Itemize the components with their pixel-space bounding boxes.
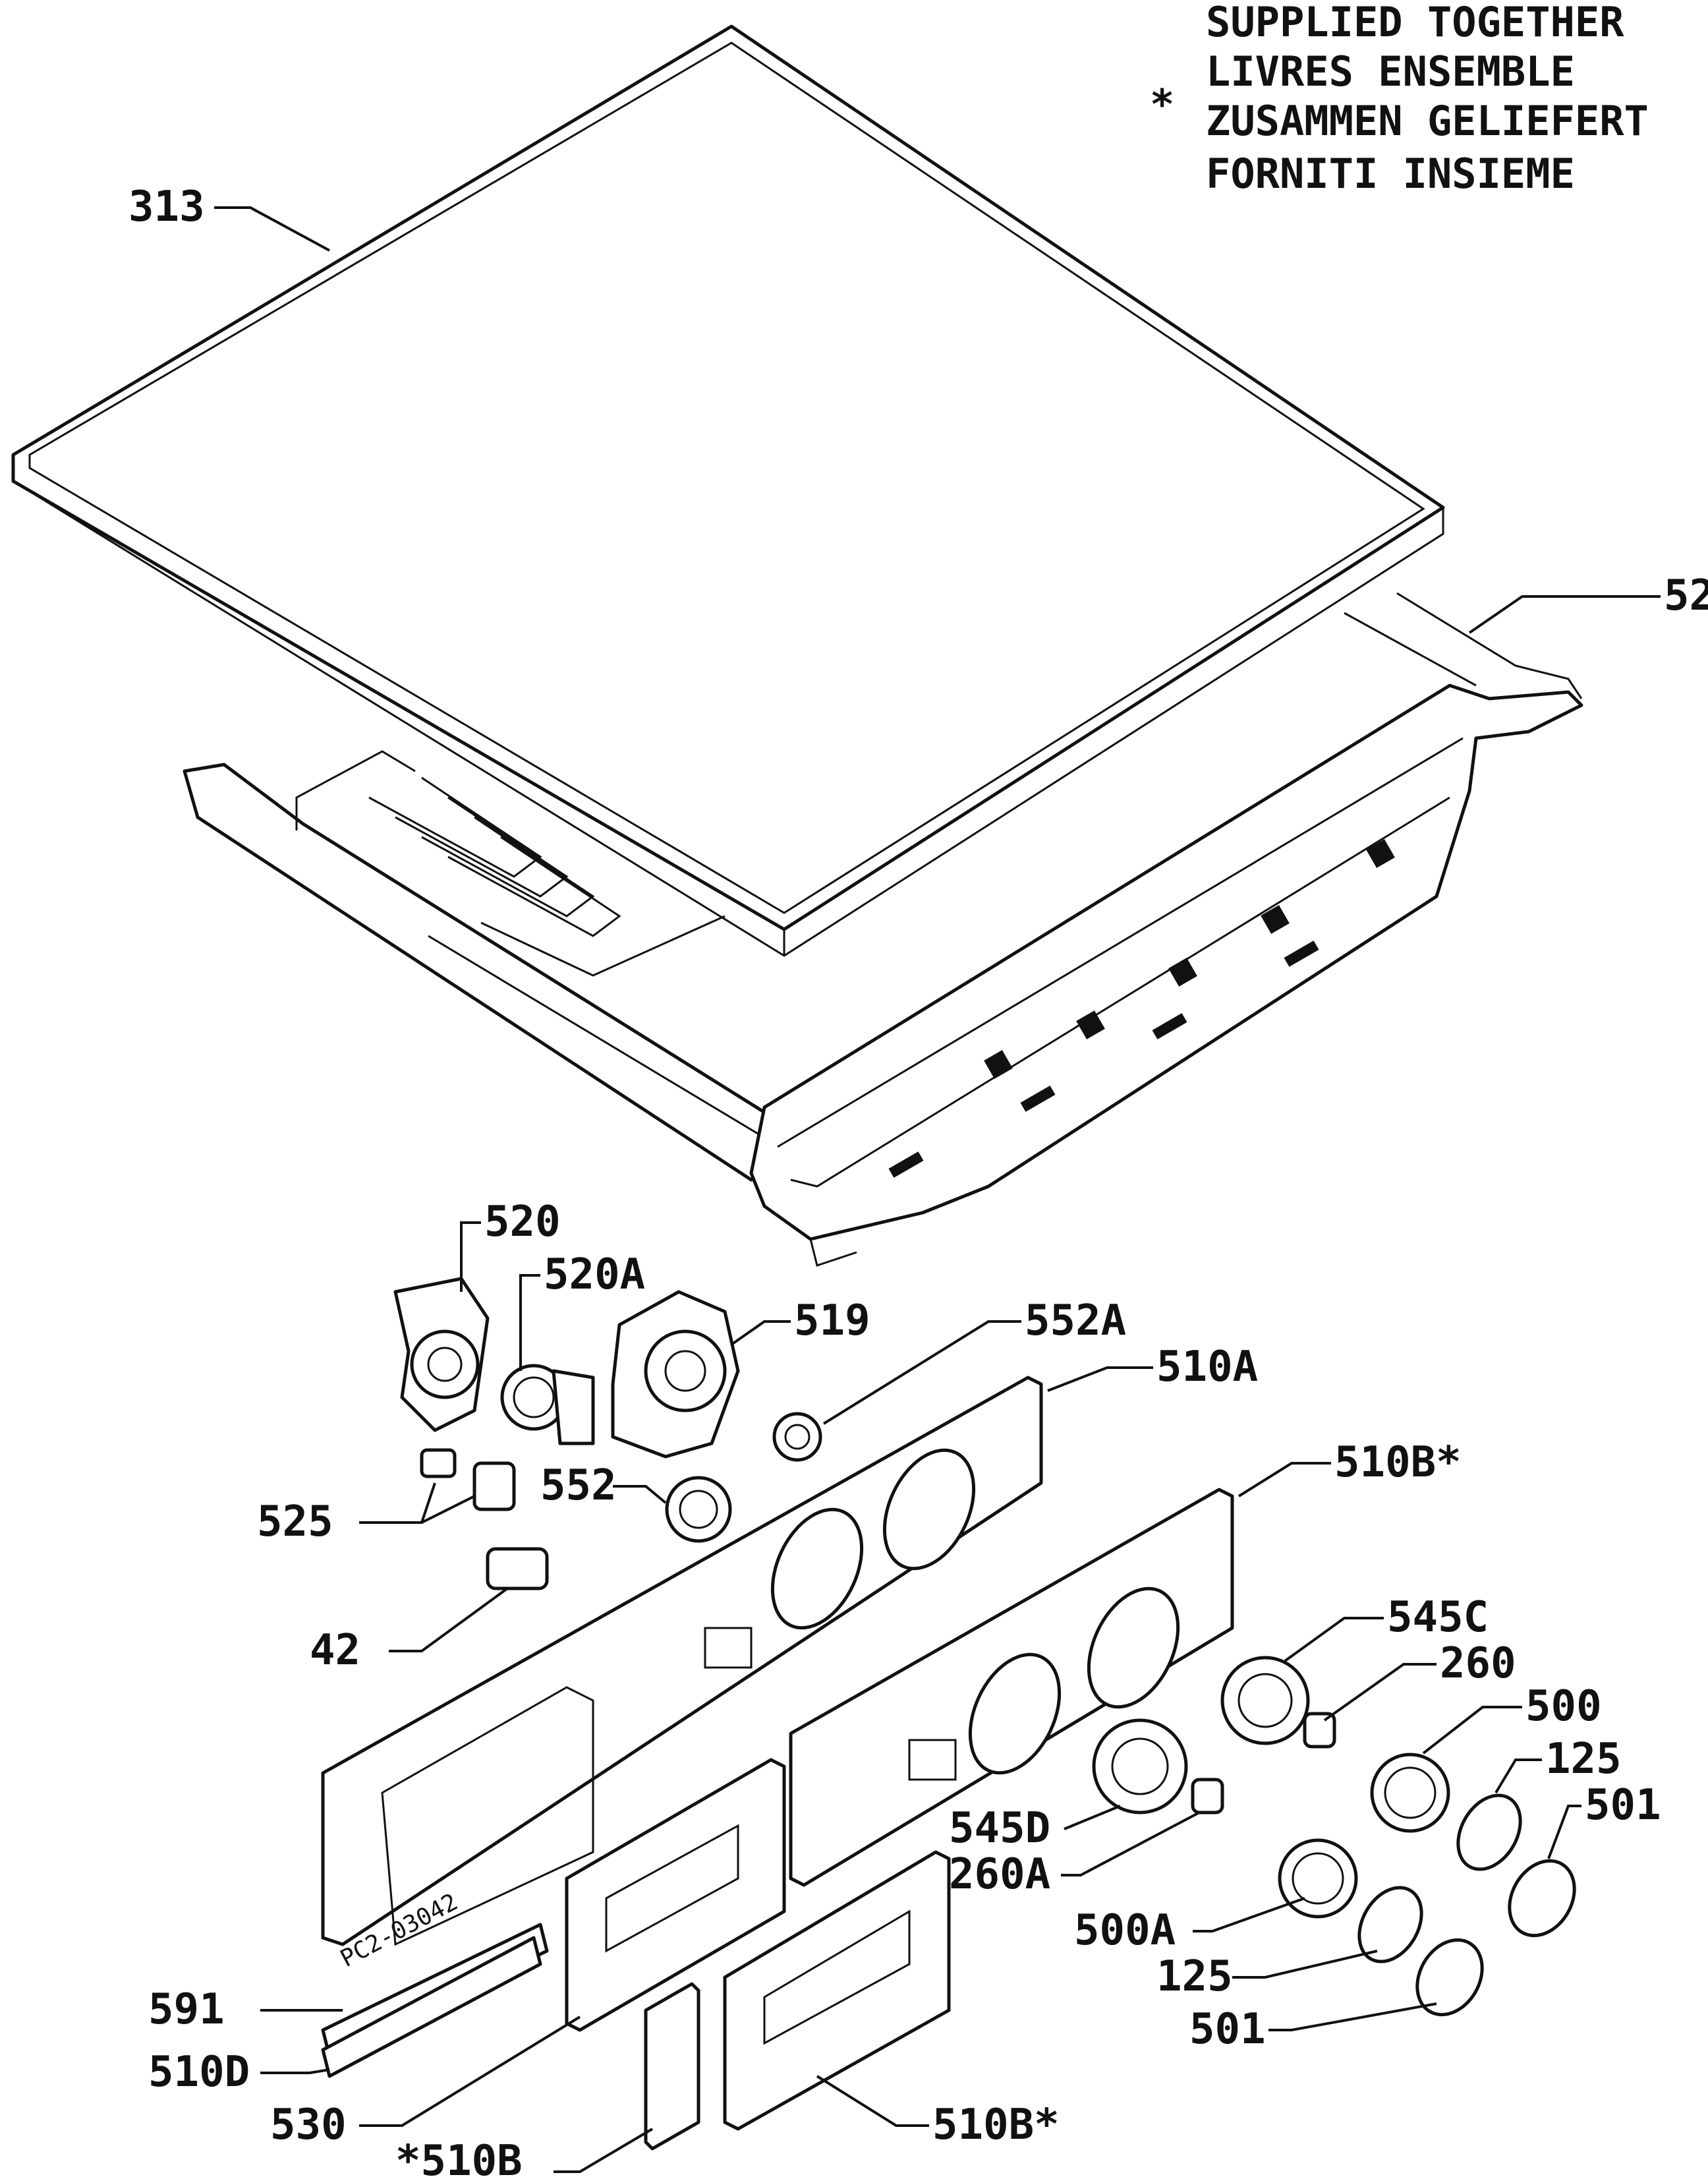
note-line-2: LIVRES ENSEMBLE (1206, 47, 1575, 96)
bracket-519 (611, 1290, 740, 1459)
ring-125-bottom (1357, 1886, 1423, 1963)
note-line-3: ZUSAMMEN GELIEFERT (1206, 97, 1649, 145)
knob-ring-545D (1092, 1718, 1188, 1815)
label-523: 523 (1664, 571, 1708, 620)
note-line-4: FORNITI INSIEME (1206, 150, 1575, 198)
cap-501-bottom (1415, 1938, 1484, 2017)
panel-frame-523 (183, 592, 1583, 1267)
label-510D: 510D (148, 2048, 250, 2097)
label-530: 530 (270, 2101, 347, 2149)
label-510A: 510A (1156, 1343, 1258, 1391)
front-panel-510B (789, 1488, 1234, 1887)
knob-ring-545C (1220, 1656, 1310, 1745)
label-545C: 545C (1387, 1593, 1489, 1642)
knob-500 (1370, 1753, 1450, 1833)
label-501-top: 501 (1585, 1781, 1661, 1830)
plug-42 (486, 1547, 549, 1590)
label-520A: 520A (544, 1250, 645, 1299)
cover-510B-bottom-right (723, 1850, 951, 2131)
ring-552A (772, 1412, 822, 1462)
label-501-bottom: 501 (1189, 2005, 1266, 2054)
label-525: 525 (257, 1497, 333, 1546)
label-510B-bottom-left: *510B (395, 2137, 523, 2179)
knob-gear-520A (500, 1364, 595, 1445)
label-591: 591 (148, 1985, 225, 2034)
switch-520 (393, 1277, 490, 1432)
supplied-together-note: * SUPPLIED TOGETHER LIVRES ENSEMBLE ZUSA… (1150, 0, 1649, 198)
spring-260 (1303, 1712, 1336, 1749)
label-500A: 500A (1074, 1906, 1176, 1955)
lamp-525 (420, 1448, 516, 1511)
note-star: * (1150, 80, 1174, 129)
label-125-top: 125 (1545, 1735, 1622, 1784)
ring-552 (665, 1476, 732, 1543)
label-545D: 545D (949, 1804, 1050, 1853)
label-260: 260 (1440, 1639, 1516, 1688)
label-510B-top: 510B* (1334, 1438, 1462, 1487)
front-panel-510A (321, 1376, 1043, 1946)
label-500: 500 (1525, 1682, 1602, 1731)
label-510B-bottom-right: 510B* (932, 2101, 1060, 2149)
cap-501-top (1508, 1859, 1576, 1938)
label-42: 42 (310, 1626, 360, 1675)
label-313: 313 (128, 183, 205, 231)
label-125-bottom: 125 (1156, 1952, 1233, 2001)
spring-260A (1191, 1778, 1224, 1815)
part-labels: 313 523 520 520A 519 552A 510A 552 510B*… (128, 183, 1708, 2179)
label-552A: 552A (1025, 1296, 1126, 1345)
label-260A: 260A (949, 1850, 1050, 1899)
label-519: 519 (794, 1296, 870, 1345)
cover-510B-bottom-left (644, 1982, 700, 2151)
leader-lines (214, 206, 1661, 2173)
strip-510D (321, 1936, 542, 2078)
note-line-1: SUPPLIED TOGETHER (1206, 0, 1624, 46)
top-cover-313 (11, 24, 1445, 957)
label-552: 552 (540, 1461, 617, 1510)
label-520: 520 (484, 1198, 561, 1246)
ring-125-top (1456, 1793, 1522, 1871)
knob-500A (1278, 1838, 1358, 1919)
